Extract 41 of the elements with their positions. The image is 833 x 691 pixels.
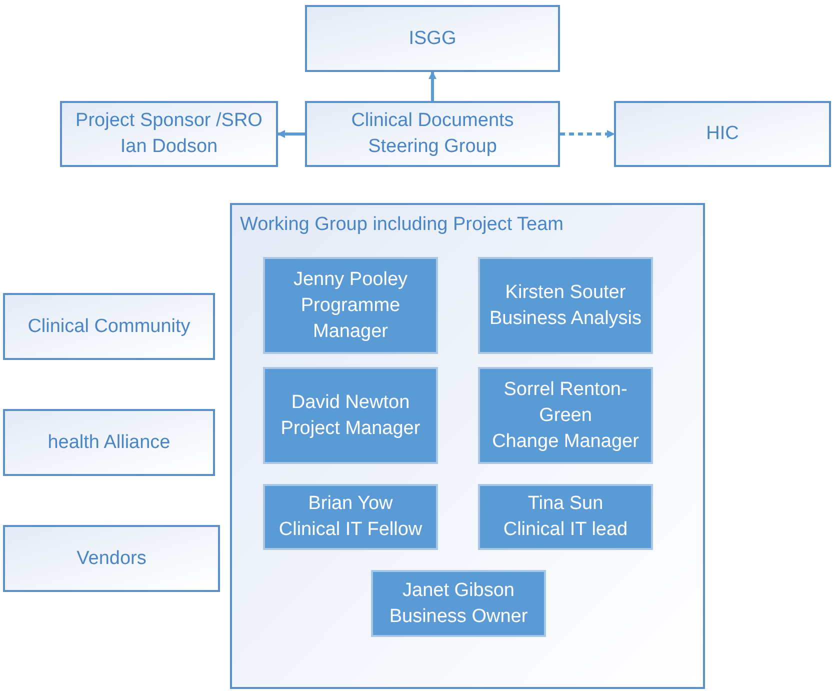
person-box [263, 367, 438, 464]
person-box [478, 257, 653, 354]
box-text: Tina Sun [528, 492, 604, 516]
box-text: Project Manager [280, 416, 420, 440]
process-box [305, 101, 560, 167]
person-box [263, 257, 438, 354]
box-text: Clinical Documents Steering Group [350, 109, 515, 159]
box-text: Business Owner [389, 604, 528, 628]
box-text: Ian Dodson [120, 135, 218, 159]
box-text: Clinical IT Fellow [278, 518, 422, 542]
box-text: HIC [706, 122, 739, 146]
box-text: Programme Manager [300, 294, 402, 344]
process-box [3, 293, 215, 360]
box-text: Brian Yow [308, 492, 393, 516]
group-box [230, 203, 705, 689]
arrow [428, 71, 436, 101]
group-heading: Working Group including Project Team [240, 213, 564, 237]
arrow [277, 130, 305, 138]
person-box [478, 367, 653, 464]
arrow [560, 130, 615, 138]
person-box [371, 570, 546, 637]
process-box [305, 5, 560, 72]
box-text: Clinical Community [28, 314, 190, 338]
box-text: Clinical IT lead [503, 518, 628, 542]
box-text: ISGG [408, 26, 456, 50]
person-box [263, 484, 438, 550]
box-text: Janet Gibson [402, 578, 514, 602]
box-text: health Alliance [48, 430, 170, 454]
process-box [3, 525, 220, 592]
process-box [60, 101, 278, 167]
box-text: Sorrel Renton-Green [502, 378, 628, 428]
box-text: Change Manager [492, 430, 639, 454]
box-text: Business Analysis [489, 306, 642, 330]
box-text: Kirsten Souter [505, 280, 626, 304]
box-text: Project Sponsor /SRO [76, 109, 262, 133]
box-text: David Newton [291, 390, 410, 414]
process-box [3, 409, 215, 476]
person-box [478, 484, 653, 550]
process-box [614, 101, 831, 167]
box-text: Vendors [76, 546, 146, 570]
box-text: Jenny Pooley [293, 268, 408, 292]
